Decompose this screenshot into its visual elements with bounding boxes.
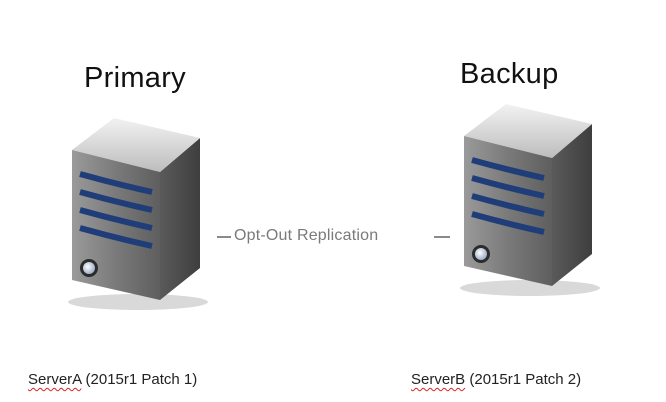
connector-line-right [434,236,450,238]
connector-line-left [217,236,231,238]
primary-title: Primary [84,62,186,94]
primary-server-name: ServerA [28,371,82,388]
backup-title: Backup [460,58,559,90]
backup-server-name: ServerB [411,371,466,388]
primary-server-caption: ServerA (2015r1 Patch 1) [28,371,197,388]
backup-server-caption: ServerB (2015r1 Patch 2) [411,371,581,388]
replication-label: Opt-Out Replication [234,227,379,244]
backup-server-version: (2015r1 Patch 2) [465,371,582,388]
primary-server-version: (2015r1 Patch 1) [81,371,198,388]
server-tower-icon [460,104,600,296]
server-tower-icon [68,118,208,310]
